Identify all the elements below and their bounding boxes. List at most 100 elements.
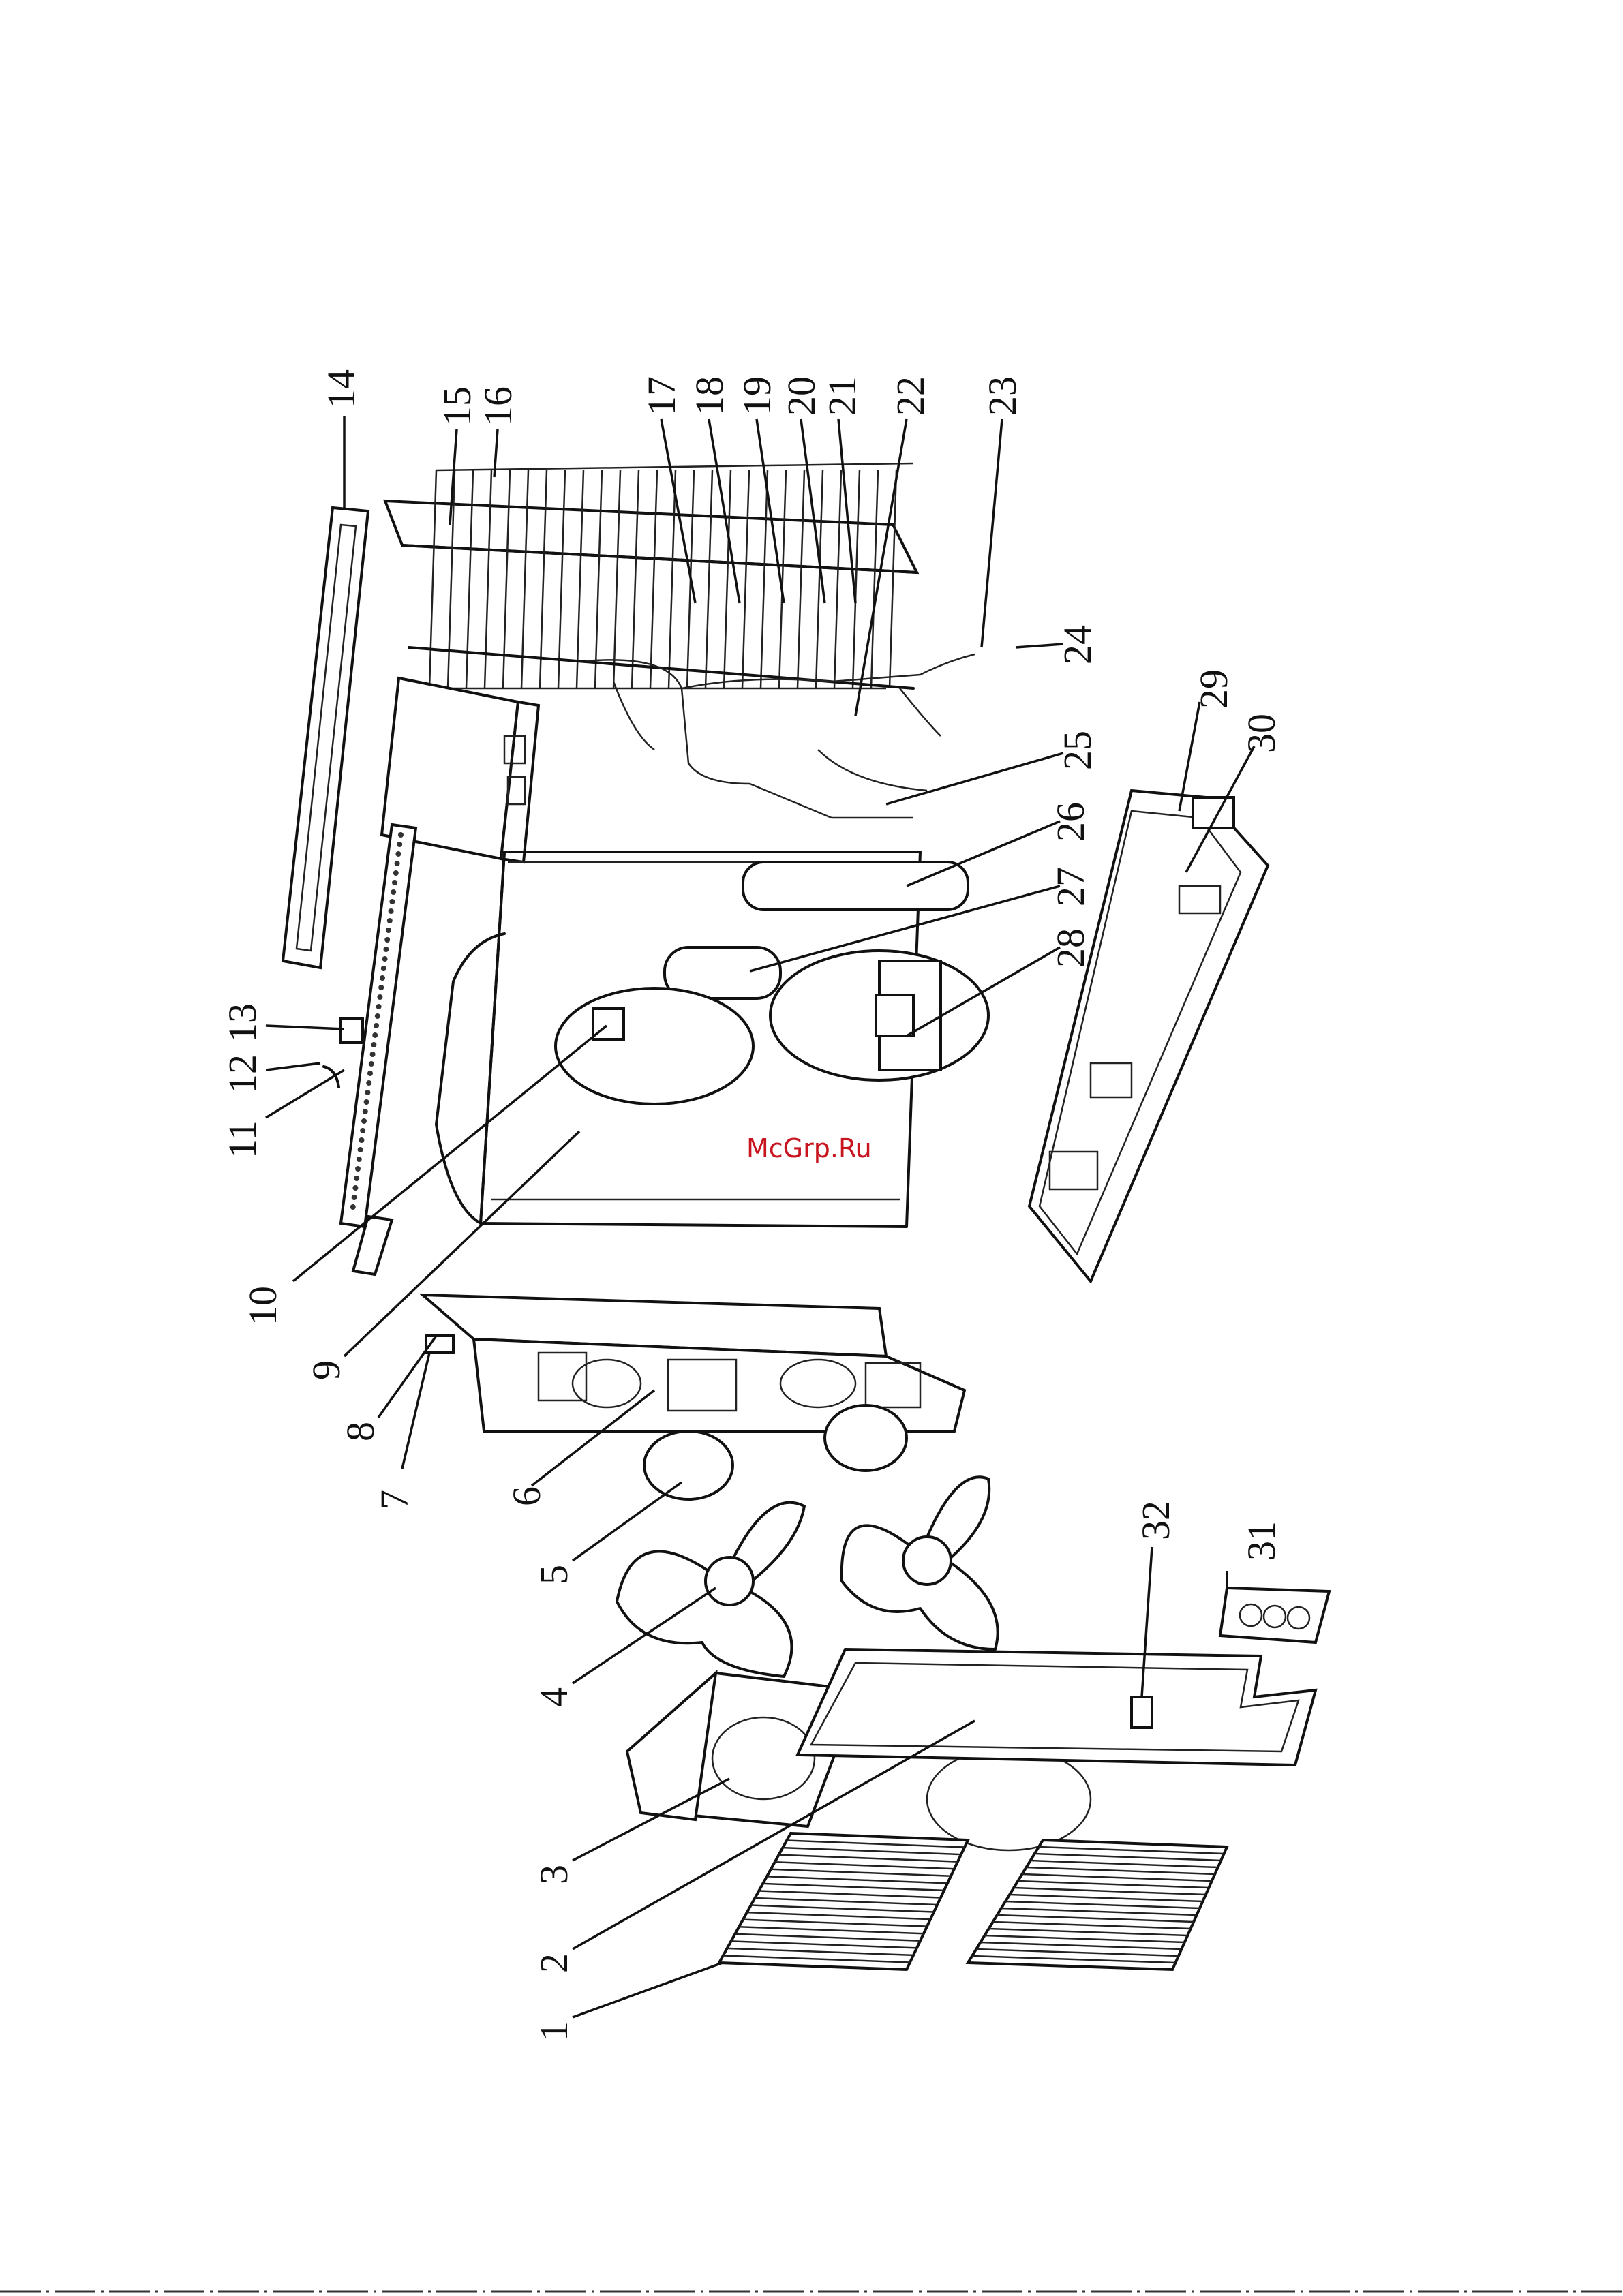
callout-28: 28 — [1048, 928, 1093, 968]
insulation-dot — [369, 1061, 374, 1067]
part-grilles — [719, 1833, 1227, 1970]
insulation-dot — [386, 928, 391, 933]
insulation-dot — [378, 985, 384, 990]
insulation-dot — [389, 899, 395, 904]
insulation-dot — [374, 1023, 379, 1028]
fin-line — [798, 470, 804, 688]
callout-30: 30 — [1239, 714, 1284, 753]
fin-line — [595, 470, 602, 688]
part-condenser-coil — [385, 463, 917, 688]
insulation-dot — [359, 1137, 364, 1143]
callout-12: 12 — [220, 1054, 264, 1094]
callout-21: 21 — [820, 376, 864, 416]
callout-13: 13 — [220, 1003, 264, 1043]
insulation-dot — [395, 851, 401, 857]
insulation-dot — [391, 889, 396, 895]
part-compressor-2 — [556, 988, 753, 1104]
callout-10: 10 — [241, 1286, 285, 1326]
callout-23: 23 — [980, 376, 1025, 416]
callout-29: 29 — [1192, 669, 1236, 709]
fin-line — [632, 470, 639, 688]
part-base-pan — [1029, 791, 1268, 1281]
callout-20: 20 — [779, 376, 823, 416]
insulation-dot — [358, 1147, 363, 1152]
callout-3: 3 — [532, 1865, 576, 1884]
insulation-dot — [387, 918, 393, 923]
insulation-dot — [360, 1128, 365, 1133]
fin-line — [485, 470, 491, 688]
callout-16: 16 — [476, 386, 520, 426]
callout-1: 1 — [532, 2021, 576, 2041]
insulation-dot — [354, 1176, 359, 1181]
part-fan-blades — [617, 1477, 998, 1677]
fin-line — [613, 470, 620, 688]
callout-32: 32 — [1134, 1501, 1178, 1540]
fin-line — [742, 470, 749, 688]
fin-line — [558, 470, 565, 688]
insulation-dot — [366, 1080, 371, 1086]
callout-4: 4 — [532, 1687, 576, 1707]
insulation-dot — [365, 1090, 370, 1095]
part-accumulator — [743, 862, 968, 910]
callout-11: 11 — [220, 1120, 264, 1159]
callout-5: 5 — [532, 1565, 576, 1585]
part-front-cover — [798, 1649, 1316, 1765]
insulation-dot — [398, 832, 404, 838]
insulation-dot — [352, 1185, 358, 1191]
insulation-dot — [380, 975, 385, 981]
watermark: McGrp.Ru — [746, 1133, 872, 1163]
insulation-dot — [371, 1042, 376, 1047]
part-top-cover — [283, 508, 368, 968]
insulation-dot — [357, 1157, 362, 1162]
insulation-dot — [382, 956, 388, 962]
callout-17: 17 — [639, 376, 684, 416]
insulation-dot — [370, 1052, 376, 1057]
callout-26: 26 — [1048, 802, 1093, 842]
callout-27: 27 — [1048, 867, 1093, 906]
callout-15: 15 — [435, 386, 479, 426]
callout-19: 19 — [735, 376, 779, 416]
fin-line — [706, 470, 712, 688]
insulation-dot — [355, 1166, 361, 1172]
fin-line — [650, 470, 657, 688]
insulation-dot — [376, 1004, 382, 1009]
fin-line — [834, 470, 841, 688]
callout-18: 18 — [687, 376, 731, 416]
callout-2: 2 — [532, 1953, 576, 1973]
callout-9: 9 — [304, 1360, 348, 1380]
fin-line — [871, 470, 878, 688]
insulation-dot — [381, 966, 386, 971]
fin-line — [577, 470, 583, 688]
insulation-dot — [377, 994, 382, 1000]
insulation-dot — [393, 870, 399, 876]
insulation-dot — [397, 842, 402, 847]
insulation-dot — [383, 947, 389, 952]
callout-25: 25 — [1055, 731, 1099, 770]
insulation-dot — [367, 1071, 373, 1076]
insulation-dot — [392, 880, 397, 885]
callout-6: 6 — [504, 1486, 549, 1506]
part-refrigerant-tubing — [586, 654, 975, 818]
callout-31: 31 — [1239, 1521, 1284, 1561]
part-clip — [341, 1019, 363, 1043]
insulation-dot — [384, 937, 390, 943]
fin-line — [761, 470, 768, 688]
insulation-dot — [395, 861, 400, 866]
part-control-panel — [1220, 1588, 1329, 1642]
insulation-dot — [389, 908, 394, 914]
part-compressor — [770, 951, 988, 1080]
callout-14: 14 — [319, 369, 363, 409]
insulation-dot — [363, 1109, 368, 1114]
fin-line — [669, 470, 676, 688]
callout-8: 8 — [338, 1422, 382, 1441]
insulation-dot — [352, 1195, 357, 1200]
insulation-dot — [375, 1013, 380, 1019]
fin-line — [466, 470, 473, 688]
insulation-dot — [364, 1099, 369, 1105]
callout-22: 22 — [888, 376, 932, 416]
insulation-dot — [372, 1032, 378, 1038]
fin-line — [724, 470, 731, 688]
insulation-dot — [350, 1204, 356, 1210]
callout-7: 7 — [372, 1490, 416, 1510]
